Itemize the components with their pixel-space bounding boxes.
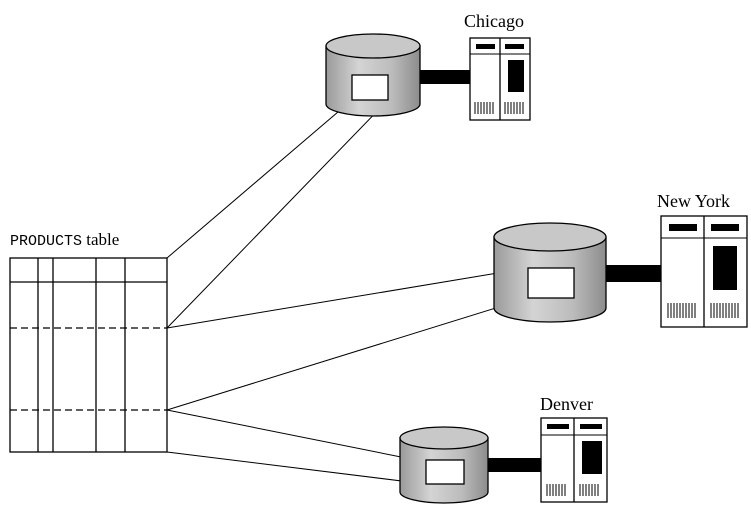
network-link (606, 265, 661, 282)
table-fragment (351, 74, 389, 101)
connector-line (166, 297, 529, 411)
site-denver: Denver (399, 394, 608, 504)
database-disk-icon (399, 426, 489, 504)
connector-line (166, 99, 353, 259)
table-outline (9, 257, 168, 453)
connector-line (166, 451, 427, 485)
connector-line (166, 409, 427, 463)
partition-connectors (166, 99, 529, 485)
site-chicago: Chicago (325, 11, 531, 121)
site-label-denver: Denver (540, 394, 593, 414)
site-label-chicago: Chicago (464, 11, 524, 31)
products-table: PRODUCTS table (9, 230, 168, 453)
server-icon (660, 215, 748, 328)
site-label-new-york: New York (657, 191, 730, 211)
network-link (420, 70, 470, 84)
products-table-name: PRODUCTS (10, 233, 82, 250)
connector-line (166, 99, 389, 329)
database-disk-icon (493, 222, 607, 323)
site-new-york: New York (493, 191, 748, 328)
table-fragment (527, 267, 575, 299)
server-icon (540, 417, 608, 503)
products-table-suffix: table (82, 230, 119, 249)
products-table-label: PRODUCTS table (10, 230, 119, 250)
connector-line (166, 267, 529, 329)
server-icon (469, 37, 531, 121)
table-fragment (425, 459, 465, 485)
network-link (488, 458, 541, 472)
database-disk-icon (325, 33, 421, 117)
